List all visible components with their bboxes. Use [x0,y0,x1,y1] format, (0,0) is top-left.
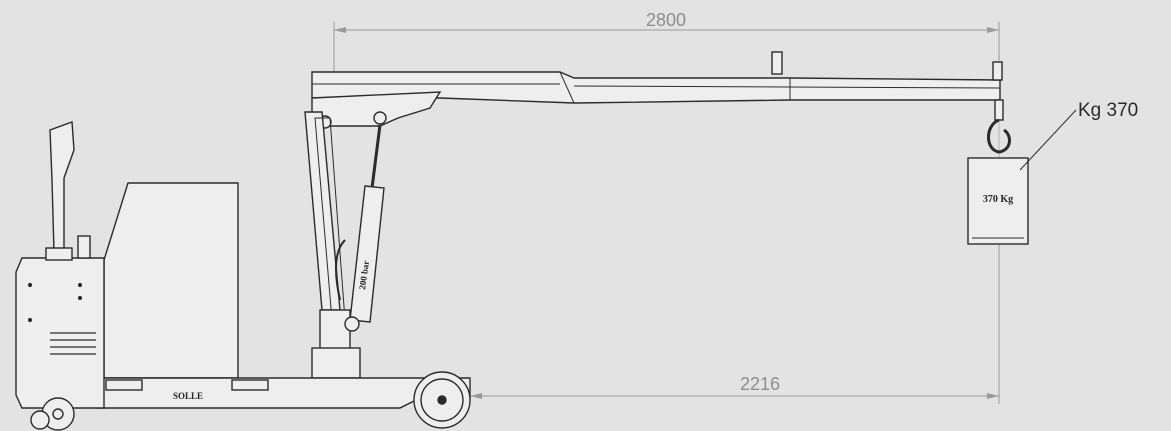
reach-arrow-left [334,27,346,33]
control-knob [77,235,91,259]
body-rivet [77,295,83,301]
chassis-plate-label: SOLLE [173,391,203,401]
cylinder-barrel [349,185,385,323]
front-wheel [413,371,471,429]
rear-wheel-hub [52,408,64,420]
base-arrow-right [987,393,999,399]
rear-caster [30,410,50,430]
base-arrow-left [470,393,482,399]
cylinder-bottom-pin [344,316,360,332]
crane-chassis [97,377,471,409]
reach-dimension-label: 2800 [646,10,686,30]
tiller-handle [45,121,75,261]
rear-wheel [30,397,75,431]
body-rivet [77,282,83,288]
reach-dimension [333,22,1000,120]
cylinder-rating-label: 200 bar [357,260,371,290]
reach-arrow-right [987,27,999,33]
boom-tip-pin [992,61,1003,81]
mast-foot [319,309,351,351]
cylinder-rod [370,124,382,189]
hook-body [987,118,1011,154]
front-wheel-rim [420,378,464,422]
load-callout-label: Kg 370 [1078,100,1138,121]
base-dimension-label: 2216 [740,374,780,394]
crane-mast [304,111,361,379]
load-plate-label: 370 Kg [983,194,1013,205]
chassis-slot-left [105,379,143,391]
boom-taper [559,71,575,104]
boom-head-bracket [311,91,442,129]
load-callout-leader [1019,109,1077,171]
hydraulic-cylinder [335,124,385,332]
base-dimension [470,230,1000,404]
counterweight-housing [103,182,239,379]
boom-lug [771,51,783,75]
crane-hook [987,99,1011,154]
front-wheel-hub [437,395,447,405]
chassis-slot-right [231,379,269,391]
tiller-mount [45,247,73,261]
counterweight-body [103,182,239,379]
boom-extension-edge [573,85,1001,89]
drive-unit [15,235,105,409]
body-rivet [27,282,33,288]
mast-base-block [311,347,361,379]
load-block [967,157,1029,245]
hydraulic-hose [335,239,346,301]
hook-shank [994,99,1004,121]
tiller-arm [49,121,75,253]
bracket-pin-right [373,111,387,125]
load-box [967,157,1029,245]
body-rivet [27,317,33,323]
